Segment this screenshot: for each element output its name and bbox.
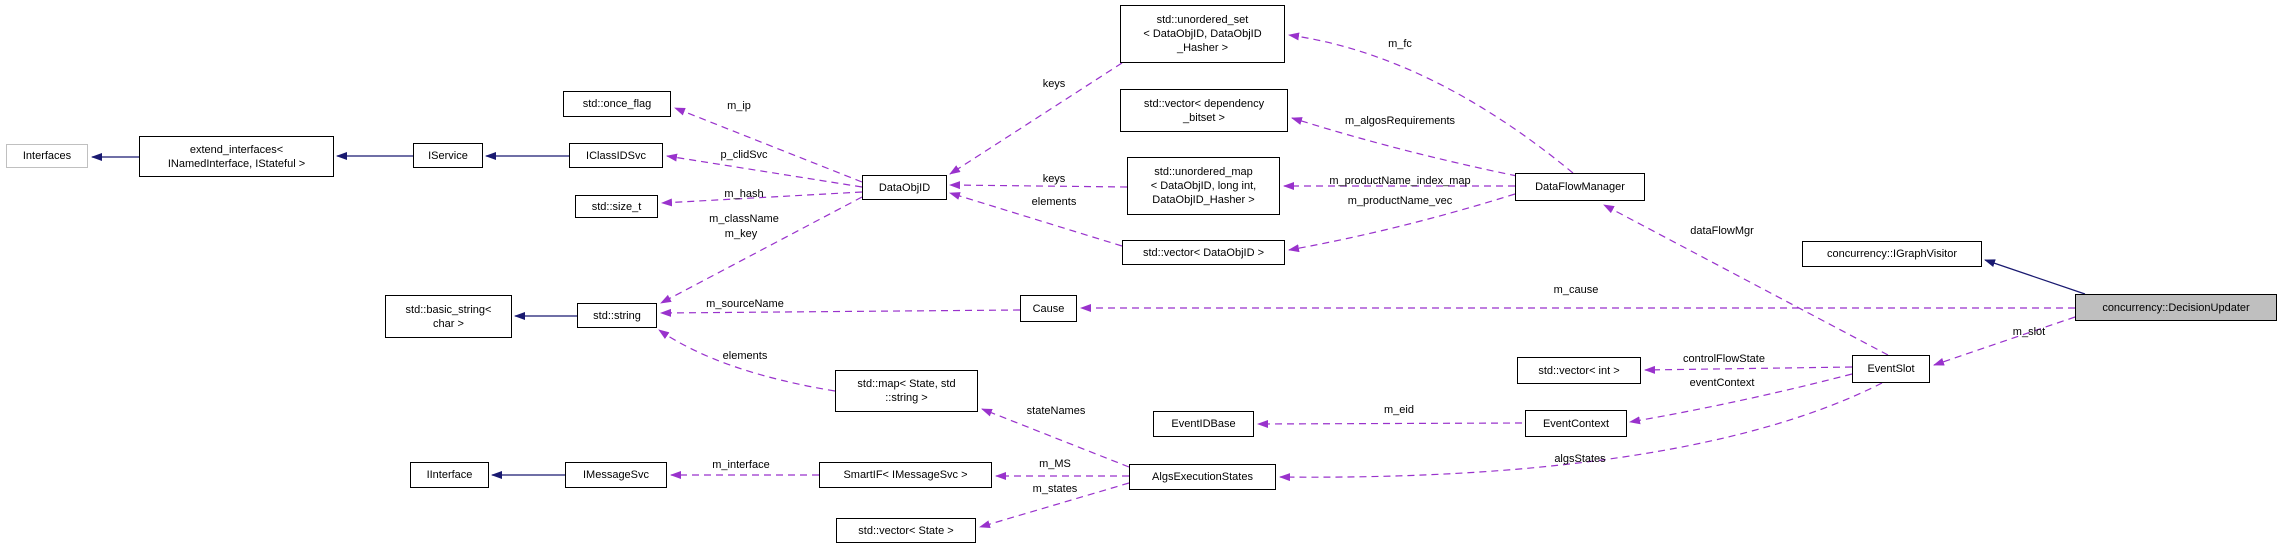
node-concurrency-decisionupdater[interactable]: concurrency::DecisionUpdater xyxy=(2075,294,2277,321)
edge-label-controlflowstate: controlFlowState xyxy=(1683,353,1765,365)
node-std-map-state-string[interactable]: std::map< State, std ::string > xyxy=(835,370,978,412)
node-std-string[interactable]: std::string xyxy=(577,303,657,328)
edge-label-m-ip: m_ip xyxy=(727,100,751,112)
edge-m-states xyxy=(979,482,1130,529)
edge-m-hash xyxy=(661,191,863,207)
node-cause[interactable]: Cause xyxy=(1020,295,1077,322)
edge-label-keys-set: keys xyxy=(1042,78,1066,90)
edge-m-fc xyxy=(1288,32,1574,174)
edge-label-m-classname: m_className xyxy=(709,213,779,225)
node-std-unordered-map[interactable]: std::unordered_map < DataObjID, long int… xyxy=(1127,157,1280,215)
node-concurrency-igraphvisitor[interactable]: concurrency::IGraphVisitor xyxy=(1802,241,1982,267)
edge-label-m-fc: m_fc xyxy=(1388,38,1412,50)
edge-decisionupdater-igraphvisitor xyxy=(1984,259,2086,295)
edge-label-statenames: stateNames xyxy=(1026,405,1086,417)
node-iservice[interactable]: IService xyxy=(413,143,483,168)
edge-m-slot xyxy=(1933,316,2076,366)
edge-label-dataflowmgr: dataFlowMgr xyxy=(1690,225,1754,237)
edge-elements-map-string xyxy=(658,329,836,392)
edge-label-m-algosrequirements: m_algosRequirements xyxy=(1344,115,1456,127)
node-imessagesvc[interactable]: IMessageSvc xyxy=(565,462,667,488)
edge-m-eid xyxy=(1257,419,1523,428)
node-eventcontext[interactable]: EventContext xyxy=(1525,410,1627,437)
node-std-vector-dependency-bitset[interactable]: std::vector< dependency _bitset > xyxy=(1120,89,1288,132)
edge-label-p-clidsvc: p_clidSvc xyxy=(720,149,768,161)
node-eventidbase[interactable]: EventIDBase xyxy=(1153,411,1254,437)
edge-label-m-hash: m_hash xyxy=(724,188,764,200)
edge-label-m-key: m_key xyxy=(724,228,758,240)
edge-label-algsstates: algsStates xyxy=(1554,453,1606,465)
node-dataobjid[interactable]: DataObjID xyxy=(862,175,947,200)
node-extend-interfaces[interactable]: extend_interfaces< INamedInterface, ISta… xyxy=(139,136,334,177)
edge-label-elements-vec: elements xyxy=(1031,196,1077,208)
node-std-vector-int[interactable]: std::vector< int > xyxy=(1517,357,1641,384)
edge-label-m-ms: m_MS xyxy=(1039,458,1071,470)
node-std-once-flag[interactable]: std::once_flag xyxy=(563,91,671,117)
edge-dataflowmgr xyxy=(1603,204,1889,356)
edge-label-m-cause: m_cause xyxy=(1553,284,1599,296)
edge-label-keys-map: keys xyxy=(1042,173,1066,185)
edge-m-algosrequirements xyxy=(1291,117,1518,177)
node-std-vector-state[interactable]: std::vector< State > xyxy=(836,518,976,543)
node-std-basic-string-char[interactable]: std::basic_string< char > xyxy=(385,295,512,338)
node-algsexecutionstates[interactable]: AlgsExecutionStates xyxy=(1129,464,1276,490)
edge-elements-vec xyxy=(949,192,1123,247)
edge-keys-set xyxy=(949,62,1123,175)
edge-label-m-states: m_states xyxy=(1032,483,1078,495)
edge-label-elements-map: elements xyxy=(722,350,768,362)
edge-eventcontext xyxy=(1629,373,1853,425)
edge-label-m-sourcename: m_sourceName xyxy=(706,298,784,310)
node-std-size-t[interactable]: std::size_t xyxy=(575,195,658,218)
node-iinterface[interactable]: IInterface xyxy=(410,462,489,488)
edge-m-classname-m-key xyxy=(660,196,863,304)
edge-keys-map xyxy=(949,181,1128,190)
node-interfaces[interactable]: Interfaces xyxy=(6,144,88,168)
node-iclassidsvc[interactable]: IClassIDSvc xyxy=(569,143,663,168)
edge-label-m-eid: m_eid xyxy=(1384,404,1414,416)
edge-algsstates xyxy=(1279,382,1883,482)
edge-p-clidsvc xyxy=(666,153,863,188)
node-dataflowmanager[interactable]: DataFlowManager xyxy=(1515,173,1645,201)
edge-label-m-productname-vec: m_productName_vec xyxy=(1347,195,1453,207)
edge-statenames xyxy=(981,408,1130,468)
edge-controlflowstate xyxy=(1644,365,1853,374)
edge-m-ip xyxy=(674,107,863,183)
node-smartif-imessagesvc[interactable]: SmartIF< IMessageSvc > xyxy=(819,462,992,488)
edge-label-m-productname-index-map: m_productName_index_map xyxy=(1329,175,1471,187)
edge-label-m-slot: m_slot xyxy=(2012,326,2046,338)
node-std-unordered-set[interactable]: std::unordered_set < DataObjID, DataObjI… xyxy=(1120,5,1285,63)
node-std-vector-dataobjid[interactable]: std::vector< DataObjID > xyxy=(1122,240,1285,265)
edge-label-eventcontext: eventContext xyxy=(1689,377,1755,389)
node-eventslot[interactable]: EventSlot xyxy=(1852,355,1930,383)
edge-m-productname-vec xyxy=(1288,193,1516,253)
edge-label-m-interface: m_interface xyxy=(712,459,770,471)
